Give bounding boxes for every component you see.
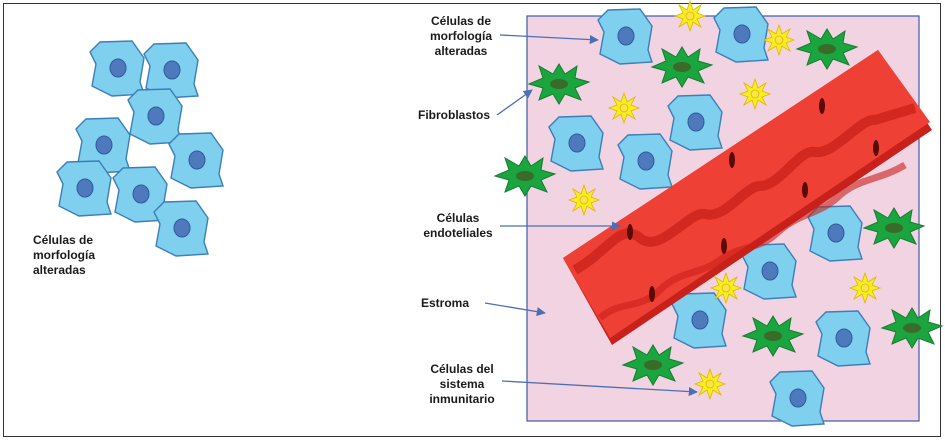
left-cell-cluster (57, 41, 223, 256)
left-label-line: alteradas (33, 263, 95, 278)
immune-cell (695, 369, 725, 399)
label-line: Células del (420, 362, 504, 377)
left-label-line: Células de (33, 233, 95, 248)
label-altered-cells: Células de morfología alteradas (416, 14, 506, 59)
label-immune: Células del sistema inmunitario (420, 362, 504, 407)
altered-cell (154, 201, 208, 256)
altered-cell (90, 41, 144, 96)
label-line: endoteliales (418, 226, 498, 241)
label-line: Células (418, 211, 498, 226)
label-line: inmunitario (420, 392, 504, 407)
left-label: Células de morfología alteradas (33, 233, 95, 278)
immune-cell (764, 25, 794, 55)
endothelial-nucleus (627, 224, 633, 240)
altered-cell (598, 9, 652, 64)
altered-cell (672, 293, 726, 348)
endothelial-nucleus (873, 140, 879, 156)
label-line: Células de (416, 14, 506, 29)
altered-cell (816, 311, 870, 366)
immune-cell (850, 273, 880, 303)
altered-cell (770, 371, 824, 426)
label-stroma: Estroma (421, 296, 469, 311)
label-fibroblasts: Fibroblastos (418, 108, 490, 123)
altered-cell (549, 116, 603, 171)
label-line: alteradas (416, 44, 506, 59)
immune-cell (569, 185, 599, 215)
left-label-line: morfología (33, 248, 95, 263)
endothelial-nucleus (802, 182, 808, 198)
endothelial-nucleus (819, 98, 825, 114)
endothelial-nucleus (729, 152, 735, 168)
label-line: morfología (416, 29, 506, 44)
endothelial-nucleus (721, 238, 727, 254)
altered-cell (57, 161, 111, 216)
immune-cell (740, 79, 770, 109)
altered-cell (128, 89, 182, 144)
altered-cell (714, 7, 768, 62)
altered-cell (668, 95, 722, 150)
altered-cell (169, 133, 223, 188)
label-line: sistema (420, 377, 504, 392)
altered-cell (618, 134, 672, 189)
label-endothelial: Células endoteliales (418, 211, 498, 241)
immune-cell (609, 93, 639, 123)
altered-cell (742, 244, 796, 299)
immune-cell (711, 273, 741, 303)
immune-cell (675, 1, 705, 31)
endothelial-nucleus (649, 286, 655, 302)
